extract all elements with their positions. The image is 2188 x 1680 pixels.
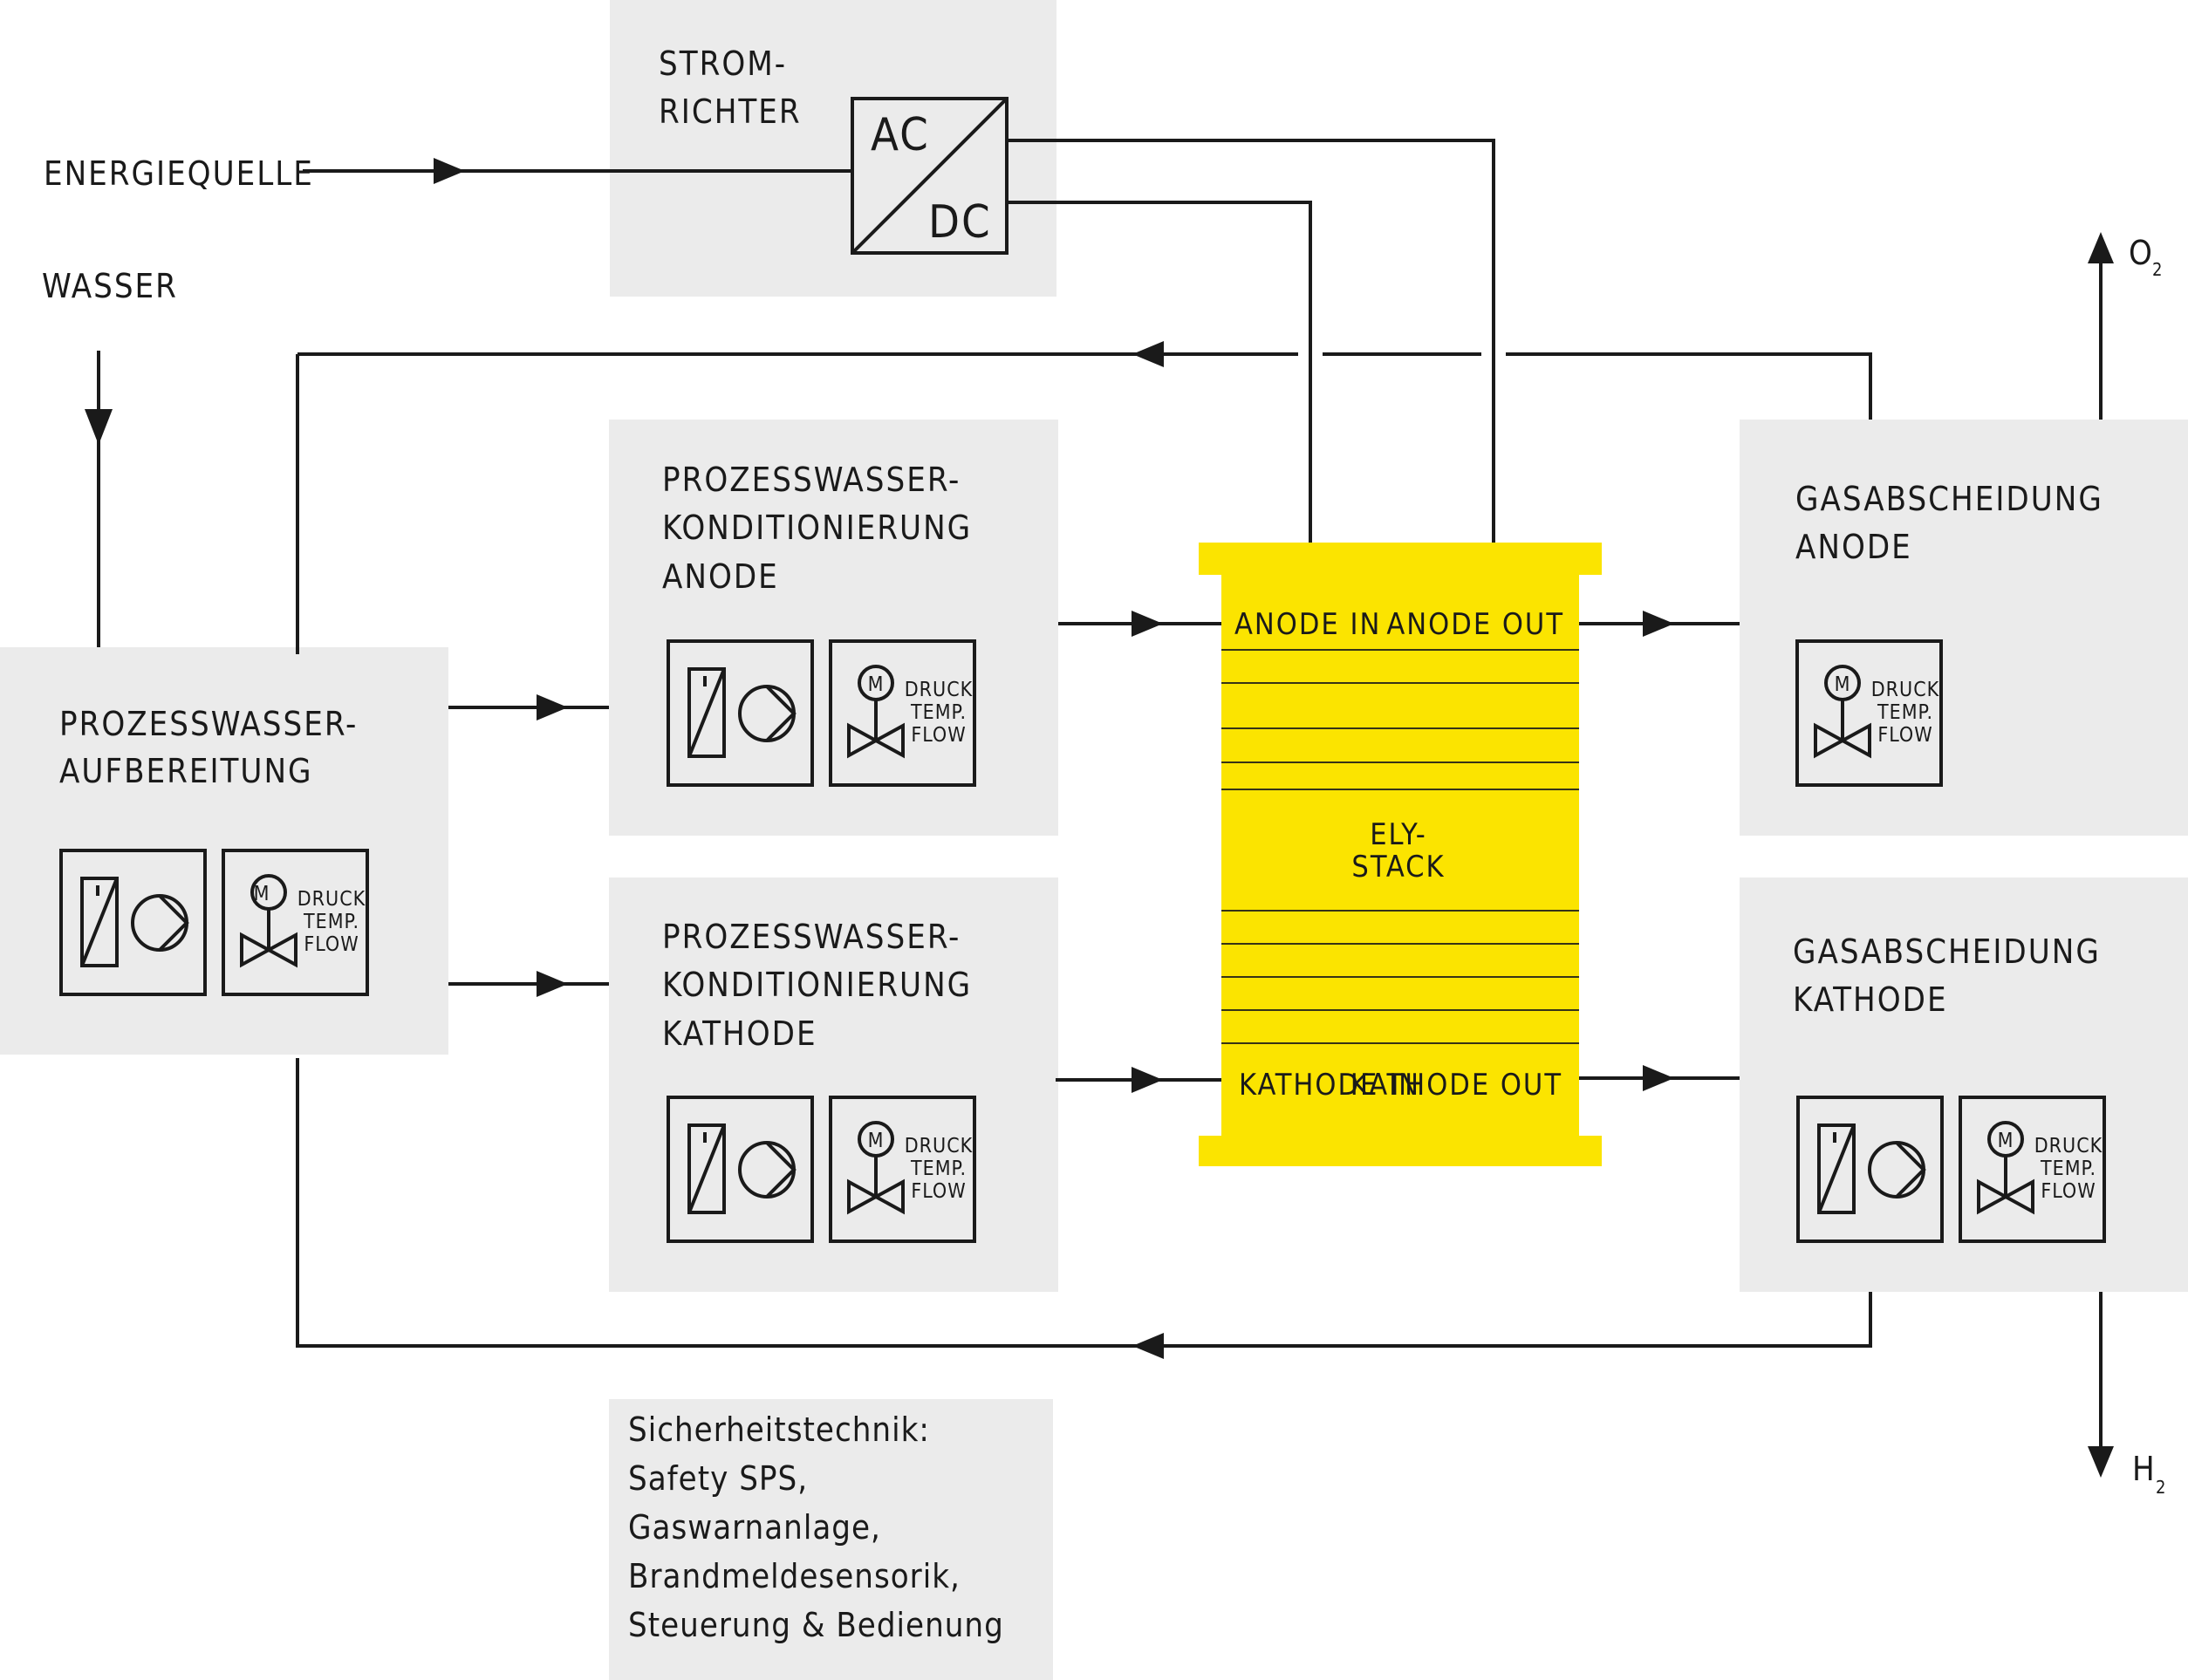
sensor-labels-sep-anode: M DRUCK TEMP. FLOW: [1835, 673, 1939, 747]
converter-title-2: RICHTER: [659, 92, 802, 131]
stack-title-1: ELY-: [1370, 817, 1427, 852]
h2-label: H 2: [2132, 1450, 2167, 1498]
anode-out-label: ANODE OUT: [1386, 607, 1564, 642]
h2-symbol: H: [2132, 1450, 2157, 1488]
o2-label: O 2: [2129, 234, 2164, 280]
cond-anode-box: [609, 420, 1058, 836]
treatment-title-2: AUFBEREITUNG: [59, 752, 313, 790]
sensor-label-3: FLOW: [2041, 1180, 2096, 1203]
motor-label: M: [868, 1130, 885, 1152]
sep-anode-title-1: GASABSCHEIDUNG: [1795, 480, 2103, 518]
sep-cathode-title-1: GASABSCHEIDUNG: [1793, 932, 2101, 971]
sensor-label-1: DRUCK: [297, 888, 366, 911]
sensor-label-1: DRUCK: [905, 1135, 973, 1158]
sensor-labels-treatment: M DRUCK TEMP. FLOW: [254, 883, 366, 956]
water-arrow: [85, 409, 113, 445]
acdc-converter-icon: AC DC: [851, 97, 1009, 255]
dc-label: DC: [928, 196, 992, 249]
cathode-out-arrow: [1643, 1065, 1674, 1091]
treatment-title-1: PROZESSWASSER-: [59, 705, 358, 743]
cond-cathode-title-2: KONDITIONIERUNG: [662, 966, 972, 1004]
motor-label: M: [1998, 1130, 2014, 1152]
sensor-label-1: DRUCK: [1871, 679, 1939, 701]
sensor-label-1: DRUCK: [2034, 1135, 2103, 1158]
sep-cathode-title-2: KATHODE: [1793, 980, 1948, 1019]
converter-frame: [851, 97, 1009, 255]
sensor-label-2: TEMP.: [910, 1158, 967, 1180]
energy-source-label: ENERGIEQUELLE: [44, 154, 314, 193]
ely-stack: [1199, 543, 1602, 1166]
cond-cathode-title-1: PROZESSWASSER-: [662, 918, 961, 956]
sensor-label-2: TEMP.: [910, 701, 967, 724]
o2-symbol: O: [2129, 234, 2154, 272]
sensor-labels-cond-cathode: M DRUCK TEMP. FLOW: [868, 1130, 973, 1203]
sensor-labels-cond-anode: M DRUCK TEMP. FLOW: [868, 673, 973, 747]
sensor-label-3: FLOW: [1877, 724, 1932, 747]
sensor-labels-sep-cathode: M DRUCK TEMP. FLOW: [1998, 1130, 2103, 1203]
converter-diagonal: [851, 97, 1009, 255]
return-bottom-arrow: [1132, 1333, 1164, 1359]
energy-arrow: [434, 158, 465, 184]
cond-cathode-title-3: KATHODE: [662, 1014, 817, 1053]
cond-anode-title-1: PROZESSWASSER-: [662, 461, 961, 499]
cathode-in-arrow: [1132, 1067, 1163, 1093]
safety-line-3: Gaswarnanlage,: [628, 1508, 881, 1547]
converter-title-1: STROM-: [659, 44, 787, 83]
ac-label: AC: [871, 109, 930, 161]
safety-line-1: Sicherheitstechnik:: [628, 1410, 930, 1449]
stack-title-2: STACK: [1351, 850, 1445, 884]
stack-body: [1221, 543, 1579, 1166]
motor-label: M: [1835, 673, 1851, 696]
cathode-out-label: KATHODE OUT: [1350, 1068, 1562, 1103]
return-top-arrow: [1132, 341, 1164, 367]
safety-line-5: Steuerung & Bedienung: [628, 1606, 1004, 1644]
h2-arrow: [2088, 1446, 2114, 1478]
safety-line-4: Brandmeldesensorik,: [628, 1557, 961, 1595]
safety-line-2: Safety SPS,: [628, 1459, 808, 1498]
cond-anode-title-3: ANODE: [662, 557, 779, 596]
water-label: WASSER: [42, 267, 178, 305]
feed-anode-arrow: [537, 694, 568, 720]
dc-line-minus: [1007, 201, 1312, 543]
stack-cap-top: [1199, 543, 1602, 575]
dc-line-plus: [1007, 139, 1495, 543]
sep-anode-box: [1740, 420, 2188, 836]
h2-subscript: 2: [2156, 1477, 2167, 1498]
motor-label: M: [254, 883, 270, 905]
safety-box: [609, 1399, 1053, 1680]
sensor-label-2: TEMP.: [2040, 1158, 2096, 1180]
sep-cathode-box: [1740, 878, 2188, 1292]
anode-return-line: [1506, 352, 1872, 420]
cond-cathode-box: [609, 878, 1058, 1292]
sensor-label-3: FLOW: [304, 933, 359, 956]
sep-anode-title-2: ANODE: [1795, 528, 1912, 566]
sensor-label-1: DRUCK: [905, 679, 973, 701]
sensor-label-3: FLOW: [911, 724, 966, 747]
cond-anode-title-2: KONDITIONIERUNG: [662, 509, 972, 547]
motor-label: M: [868, 673, 885, 696]
o2-arrow: [2088, 232, 2114, 263]
sensor-label-2: TEMP.: [1877, 701, 1933, 724]
cathode-in-label: KATHODE IN: [1239, 1068, 1420, 1103]
stack-cap-bottom: [1199, 1136, 1602, 1166]
sensor-label-2: TEMP.: [303, 911, 359, 933]
anode-in-arrow: [1132, 611, 1163, 637]
cathode-return-line: [296, 1058, 1872, 1348]
converter-box: [610, 0, 1056, 297]
feed-cathode-arrow: [537, 971, 568, 997]
anode-out-arrow: [1643, 611, 1674, 637]
o2-subscript: 2: [2152, 259, 2164, 280]
anode-in-label: ANODE IN: [1234, 607, 1381, 642]
sensor-label-3: FLOW: [911, 1180, 966, 1203]
